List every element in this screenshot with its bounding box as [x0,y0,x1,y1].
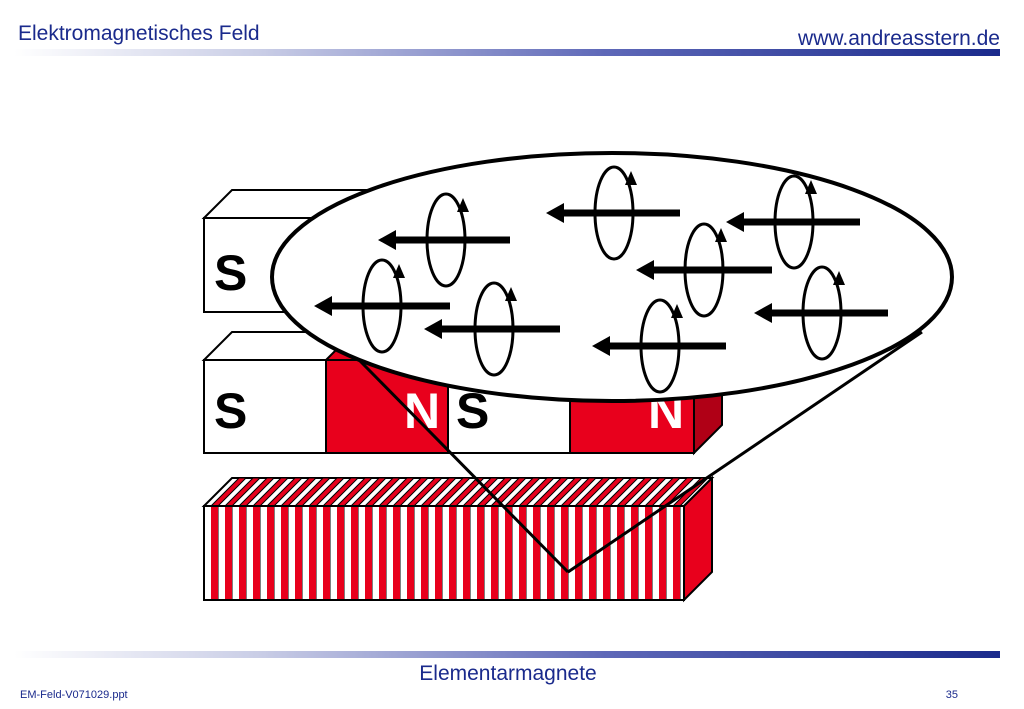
top-magnet-south-label: S [214,245,247,301]
header-divider [14,49,1000,56]
elementary-magnet [424,281,560,377]
field-arrow-head [378,230,396,250]
field-arrow-head [636,260,654,280]
field-arrow-head [754,303,772,323]
current-loop [593,165,635,261]
striped-block-top-stripes [209,477,710,507]
current-direction-icon [805,180,817,194]
elementary-magnet [546,165,680,261]
current-loop [361,258,403,354]
middle-magnet-1-south-face [203,359,327,454]
field-arrow-head [546,203,564,223]
current-loop [425,192,467,288]
current-direction-icon [671,304,683,318]
elementary-magnet [754,265,888,361]
field-arrow-head [592,336,610,356]
slide-title: Elektromagnetisches Feld [18,22,260,45]
current-direction-icon [393,264,405,278]
current-loop [473,281,515,377]
elementary-magnet [592,298,726,394]
field-arrow-head [314,296,332,316]
current-loop [639,298,681,394]
middle-magnet-1-south-label: S [214,383,247,439]
striped-block-front [203,505,685,601]
file-name: EM-Feld-V071029.ppt [20,689,128,701]
striped-block [201,475,715,603]
current-loop [773,174,815,270]
current-direction-icon [715,228,727,242]
current-direction-icon [457,198,469,212]
current-loop [683,222,725,318]
current-direction-icon [625,171,637,185]
elementary-magnets [314,165,888,394]
current-direction-icon [833,271,845,285]
striped-block-side [683,475,713,603]
caption: Elementarmagnete [419,662,597,685]
zoom-line-right [567,330,923,574]
elementary-magnet [314,258,450,354]
elementary-magnet [636,222,772,318]
field-arrow-head [424,319,442,339]
elementary-magnet [726,174,860,270]
footer-divider [14,651,1000,658]
magnifier-lens [270,151,954,403]
website-url: www.andreasstern.de [798,27,1000,50]
page-number: 35 [945,689,958,701]
current-loop [801,265,843,361]
elementary-magnet [378,192,510,288]
field-arrow-head [726,212,744,232]
current-direction-icon [505,287,517,301]
